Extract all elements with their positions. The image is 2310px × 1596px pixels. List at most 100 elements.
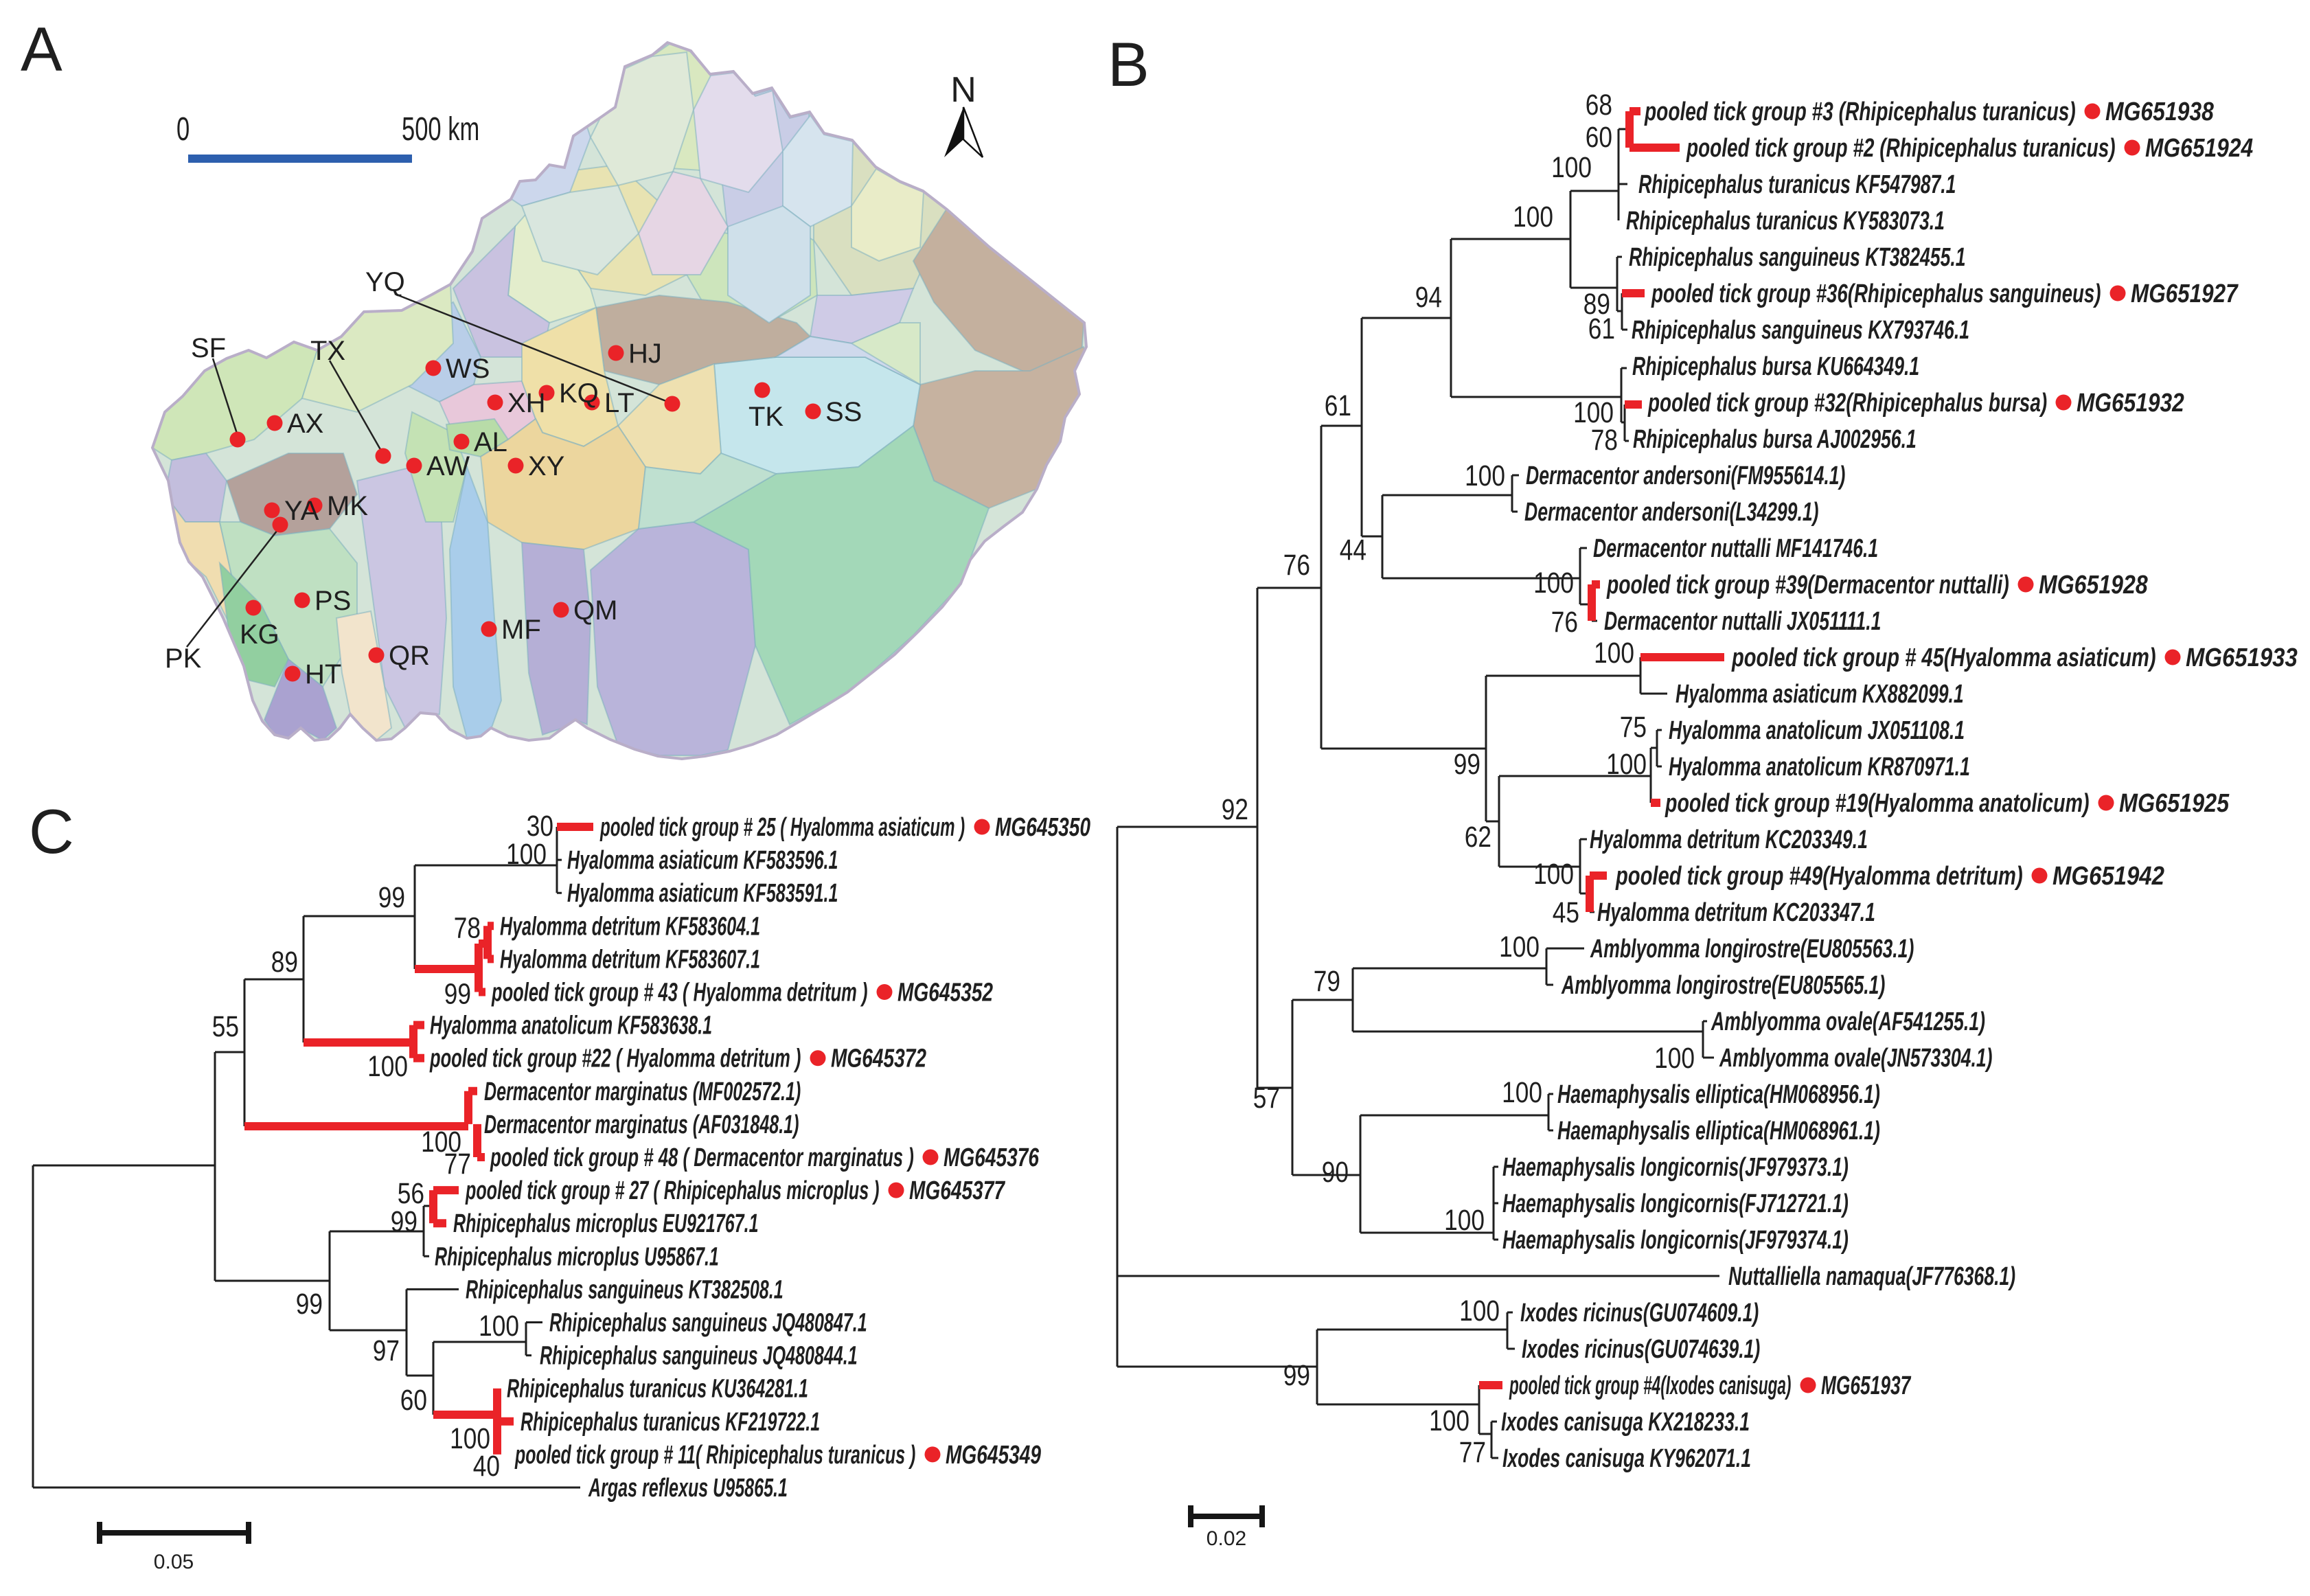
svg-text:100: 100 — [1594, 637, 1634, 670]
svg-text:500 km: 500 km — [402, 110, 479, 147]
svg-text:Hyalomma anatolicum JX051108.1: Hyalomma anatolicum JX051108.1 — [1669, 715, 1965, 744]
svg-text:MG651925: MG651925 — [2119, 789, 2230, 818]
svg-text:Haemaphysalis longicornis(JF97: Haemaphysalis longicornis(JF979374.1) — [1502, 1224, 1849, 1254]
svg-text:76: 76 — [1551, 606, 1578, 639]
svg-text:Ixodes ricinus(GU074639.1): Ixodes ricinus(GU074639.1) — [1522, 1334, 1760, 1363]
svg-text:100: 100 — [1606, 748, 1647, 781]
svg-text:pooled tick group # 48 ( Derma: pooled tick group # 48 ( Dermacentor mar… — [490, 1143, 914, 1172]
svg-text:100: 100 — [421, 1126, 461, 1159]
svg-text:pooled tick group #4(Ixodes ca: pooled tick group #4(Ixodes canisuga) — [1509, 1371, 1791, 1400]
svg-text:MG645377: MG645377 — [909, 1176, 1005, 1205]
svg-text:Rhipicephalus turanicus KF5479: Rhipicephalus turanicus KF547987.1 — [1638, 169, 1956, 198]
svg-text:Amblyomma longirostre(EU805563: Amblyomma longirostre(EU805563.1) — [1590, 933, 1914, 963]
svg-text:Nuttalliella namaqua(JF776368.: Nuttalliella namaqua(JF776368.1) — [1728, 1261, 2015, 1290]
svg-text:Hyalomma detritum KC203349.1: Hyalomma detritum KC203349.1 — [1590, 824, 1868, 854]
svg-text:100: 100 — [367, 1050, 408, 1083]
svg-text:pooled tick group # 45(Hyalomm: pooled tick group # 45(Hyalomma asiaticu… — [1731, 643, 2155, 672]
svg-text:99: 99 — [444, 977, 471, 1010]
svg-text:AX: AX — [287, 409, 323, 439]
svg-text:MG651924: MG651924 — [2145, 133, 2253, 162]
svg-text:MK: MK — [327, 491, 368, 521]
svg-text:Dermacentor marginatus (AF0318: Dermacentor marginatus (AF031848.1) — [484, 1110, 799, 1139]
svg-text:Dermacentor nuttalli JX051111.: Dermacentor nuttalli JX051111.1 — [1604, 606, 1881, 635]
svg-text:99: 99 — [391, 1205, 418, 1238]
svg-text:B: B — [1108, 30, 1150, 100]
svg-text:100: 100 — [450, 1422, 490, 1455]
svg-text:89: 89 — [271, 946, 298, 979]
svg-text:YQ: YQ — [365, 267, 405, 297]
svg-text:Amblyomma ovale(JN573304.1): Amblyomma ovale(JN573304.1) — [1719, 1042, 1992, 1072]
svg-text:pooled tick group # 43 ( Hyalo: pooled tick group # 43 ( Hyalomma detrit… — [491, 977, 867, 1006]
svg-text:90: 90 — [1322, 1156, 1349, 1189]
svg-text:92: 92 — [1222, 793, 1248, 826]
svg-text:Haemaphysalis longicornis(JF97: Haemaphysalis longicornis(JF979373.1) — [1502, 1152, 1849, 1181]
svg-text:Haemaphysalis elliptica(HM0689: Haemaphysalis elliptica(HM068956.1) — [1557, 1079, 1880, 1108]
svg-text:Hyalomma asiaticum KF583596.1: Hyalomma asiaticum KF583596.1 — [567, 845, 838, 874]
svg-text:MG651937: MG651937 — [1821, 1370, 1912, 1400]
svg-text:N: N — [950, 70, 976, 110]
svg-text:94: 94 — [1415, 281, 1442, 314]
svg-text:MG645349: MG645349 — [946, 1441, 1041, 1470]
svg-text:0.05: 0.05 — [154, 1551, 194, 1573]
svg-text:MG651942: MG651942 — [2052, 861, 2164, 891]
svg-text:pooled tick group #32(Rhipicep: pooled tick group #32(Rhipicephalus burs… — [1647, 389, 2047, 418]
svg-text:Argas reflexus U95865.1: Argas reflexus U95865.1 — [588, 1473, 788, 1502]
svg-text:100: 100 — [1513, 201, 1553, 233]
svg-text:99: 99 — [378, 881, 405, 914]
svg-text:55: 55 — [212, 1010, 239, 1043]
svg-text:Rhipicephalus sanguineus JQ480: Rhipicephalus sanguineus JQ480847.1 — [549, 1308, 867, 1336]
svg-text:Rhipicephalus sanguineus JQ480: Rhipicephalus sanguineus JQ480844.1 — [540, 1341, 858, 1369]
svg-text:PS: PS — [315, 586, 351, 616]
svg-text:QM: QM — [573, 595, 617, 626]
svg-text:pooled tick group #19(Hyalomma: pooled tick group #19(Hyalomma anatolicu… — [1665, 789, 2089, 818]
svg-text:100: 100 — [1429, 1404, 1470, 1437]
svg-text:100: 100 — [1533, 858, 1574, 891]
svg-text:Dermacentor andersoni(FM955614: Dermacentor andersoni(FM955614.1) — [1526, 460, 1845, 490]
svg-text:45: 45 — [1553, 896, 1579, 929]
svg-text:Hyalomma anatolicum KF583638.1: Hyalomma anatolicum KF583638.1 — [430, 1010, 712, 1039]
svg-text:Hyalomma detritum KF583604.1: Hyalomma detritum KF583604.1 — [500, 911, 760, 940]
svg-text:HJ: HJ — [628, 339, 662, 369]
svg-text:75: 75 — [1620, 711, 1647, 744]
svg-text:Hyalomma asiaticum KX882099.1: Hyalomma asiaticum KX882099.1 — [1676, 679, 1964, 708]
svg-text:Haemaphysalis elliptica(HM0689: Haemaphysalis elliptica(HM068961.1) — [1557, 1115, 1880, 1145]
svg-text:100: 100 — [506, 838, 547, 871]
svg-text:77: 77 — [444, 1148, 471, 1181]
svg-text:HT: HT — [305, 659, 341, 689]
svg-text:60: 60 — [400, 1384, 427, 1417]
svg-text:pooled tick group #2 (Rhipicep: pooled tick group #2 (Rhipicephalus tura… — [1686, 134, 2115, 163]
svg-text:Rhipicephalus microplus U95867: Rhipicephalus microplus U95867.1 — [435, 1242, 719, 1270]
svg-text:100: 100 — [1444, 1204, 1485, 1237]
svg-text:WS: WS — [446, 354, 490, 384]
svg-text:56: 56 — [398, 1177, 424, 1210]
svg-text:57: 57 — [1253, 1082, 1280, 1115]
svg-text:pooled tick group # 25 ( Hyalo: pooled tick group # 25 ( Hyalomma asiati… — [599, 812, 965, 841]
svg-text:Hyalomma detritum KF583607.1: Hyalomma detritum KF583607.1 — [500, 944, 760, 973]
svg-text:MG651933: MG651933 — [2186, 643, 2298, 672]
svg-text:89: 89 — [1583, 288, 1610, 321]
svg-text:0: 0 — [176, 110, 190, 147]
svg-text:60: 60 — [1586, 121, 1612, 154]
svg-text:100: 100 — [1573, 396, 1614, 429]
svg-text:99: 99 — [1283, 1359, 1310, 1392]
svg-text:XY: XY — [528, 451, 564, 481]
svg-text:KQ: KQ — [559, 378, 599, 409]
svg-text:Hyalomma detritum KC203347.1: Hyalomma detritum KC203347.1 — [1597, 897, 1875, 926]
svg-text:0.02: 0.02 — [1207, 1527, 1246, 1550]
svg-text:pooled tick group #36(Rhipicep: pooled tick group #36(Rhipicephalus sang… — [1651, 280, 2101, 308]
svg-text:PK: PK — [165, 643, 202, 674]
svg-text:40: 40 — [473, 1450, 500, 1483]
svg-text:77: 77 — [1459, 1436, 1486, 1469]
svg-text:Amblyomma longirostre(EU805565: Amblyomma longirostre(EU805565.1) — [1561, 970, 1885, 999]
svg-text:SF: SF — [191, 333, 226, 363]
svg-text:76: 76 — [1283, 549, 1310, 582]
svg-text:MG651928: MG651928 — [2039, 570, 2148, 599]
svg-text:Ixodes canisuga KX218233.1: Ixodes canisuga KX218233.1 — [1501, 1406, 1750, 1436]
svg-text:MG645352: MG645352 — [897, 979, 993, 1007]
svg-text:YA: YA — [284, 496, 319, 526]
svg-text:pooled tick group #39(Dermacen: pooled tick group #39(Dermacentor nuttal… — [1606, 571, 2009, 600]
svg-text:100: 100 — [479, 1310, 519, 1343]
svg-text:78: 78 — [1591, 424, 1618, 457]
svg-text:QR: QR — [389, 641, 430, 671]
svg-text:100: 100 — [1499, 931, 1540, 964]
